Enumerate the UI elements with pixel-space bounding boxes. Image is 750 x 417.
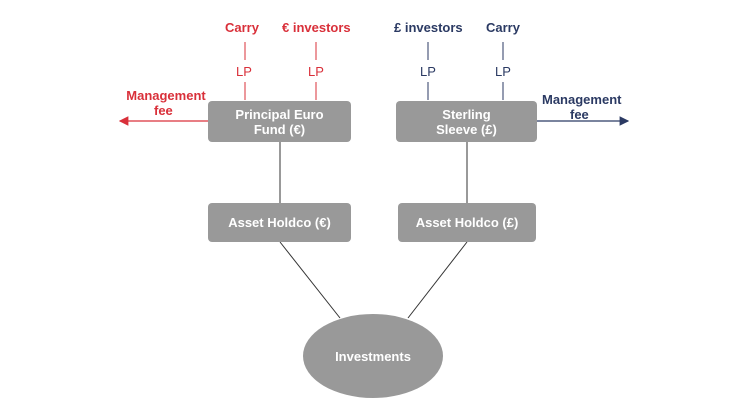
sterling-investors-label: £ investors (394, 20, 463, 35)
sterling-sleeve-box: Sterling Sleeve (£) (396, 101, 537, 142)
euro-fee-line2: fee (154, 103, 173, 118)
euro-fund-line2: Fund (€) (253, 121, 306, 137)
euro-fee-line1: Management (126, 88, 206, 103)
principal-euro-fund-box: Principal Euro Fund (€) (208, 101, 351, 142)
sterling-carry-lp-label: LP (495, 64, 511, 79)
euro-investors-label: € investors (282, 20, 351, 35)
euro-carry-lp-label: LP (236, 64, 252, 79)
investments-ellipse: Investments (303, 314, 443, 398)
euro-management-fee-label: Management fee (126, 88, 206, 118)
sterling-management-fee-label: Management fee (542, 92, 622, 122)
sterling-investors-lp-label: LP (420, 64, 436, 79)
asset-holdco-sterling-box: Asset Holdco (£) (398, 203, 536, 242)
sterling-fund-line2: Sleeve (£) (436, 121, 497, 137)
sterling-carry-label: Carry (486, 20, 520, 35)
sterling-holdco-investments-line (407, 241, 468, 319)
asset-holdco-euro-box: Asset Holdco (€) (208, 203, 351, 242)
euro-holdco-investments-line (279, 241, 341, 319)
euro-fund-line1: Principal Euro (235, 106, 324, 122)
sterling-fee-line1: Management (542, 92, 622, 107)
sterling-fee-line2: fee (570, 107, 589, 122)
euro-investors-lp-label: LP (308, 64, 324, 79)
sterling-fund-line1: Sterling (442, 106, 491, 122)
euro-carry-label: Carry (225, 20, 259, 35)
